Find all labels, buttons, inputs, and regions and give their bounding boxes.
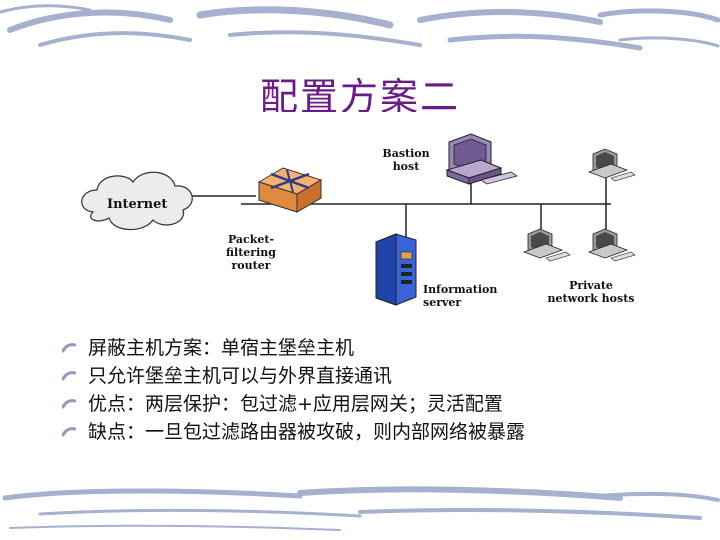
bullet-item: 只允许堡垒主机可以与外界直接通讯 — [62, 362, 525, 390]
bullet-list: 屏蔽主机方案：单宿主堡垒主机 只允许堡垒主机可以与外界直接通讯 优点：两层保护：… — [62, 334, 525, 446]
network-diagram: Internet Bastion host Packet- filtering … — [71, 112, 641, 320]
bastion-label: Bastion host — [382, 147, 430, 173]
slide-title: 配置方案二 — [259, 75, 460, 119]
bastion-computer-icon — [445, 133, 518, 185]
bullet-item: 优点：两层保护：包过滤+应用层网关；灵活配置 — [62, 390, 525, 418]
workstation-icon — [522, 228, 571, 262]
bullet-item: 屏蔽主机方案：单宿主堡垒主机 — [62, 334, 525, 362]
cloud-icon — [81, 171, 193, 231]
bullet-icon — [62, 343, 76, 353]
router-icon — [257, 167, 323, 213]
bullet-text: 屏蔽主机方案：单宿主堡垒主机 — [88, 337, 355, 359]
server-icon — [375, 233, 417, 306]
bullet-item: 缺点：一旦包过滤路由器被攻破，则内部网络被暴露 — [62, 418, 525, 446]
bullet-text: 缺点：一旦包过滤路由器被攻破，则内部网络被暴露 — [88, 421, 526, 443]
workstation-icon — [587, 228, 636, 262]
bullet-icon — [62, 427, 76, 437]
decorative-bottom-strokes — [2, 486, 720, 531]
bullet-icon — [62, 399, 76, 409]
decorative-top-strokes — [0, 4, 720, 51]
private-hosts-label: Private network hosts — [547, 279, 635, 305]
workstation-icon — [587, 148, 636, 182]
internet-label: Internet — [107, 197, 168, 212]
router-label: Packet- filtering router — [226, 233, 276, 272]
info-server-label: Information server — [423, 283, 498, 309]
bullet-text: 优点：两层保护：包过滤+应用层网关；灵活配置 — [88, 393, 503, 415]
bullet-icon — [62, 371, 76, 381]
bullet-text: 只允许堡垒主机可以与外界直接通讯 — [88, 365, 393, 387]
